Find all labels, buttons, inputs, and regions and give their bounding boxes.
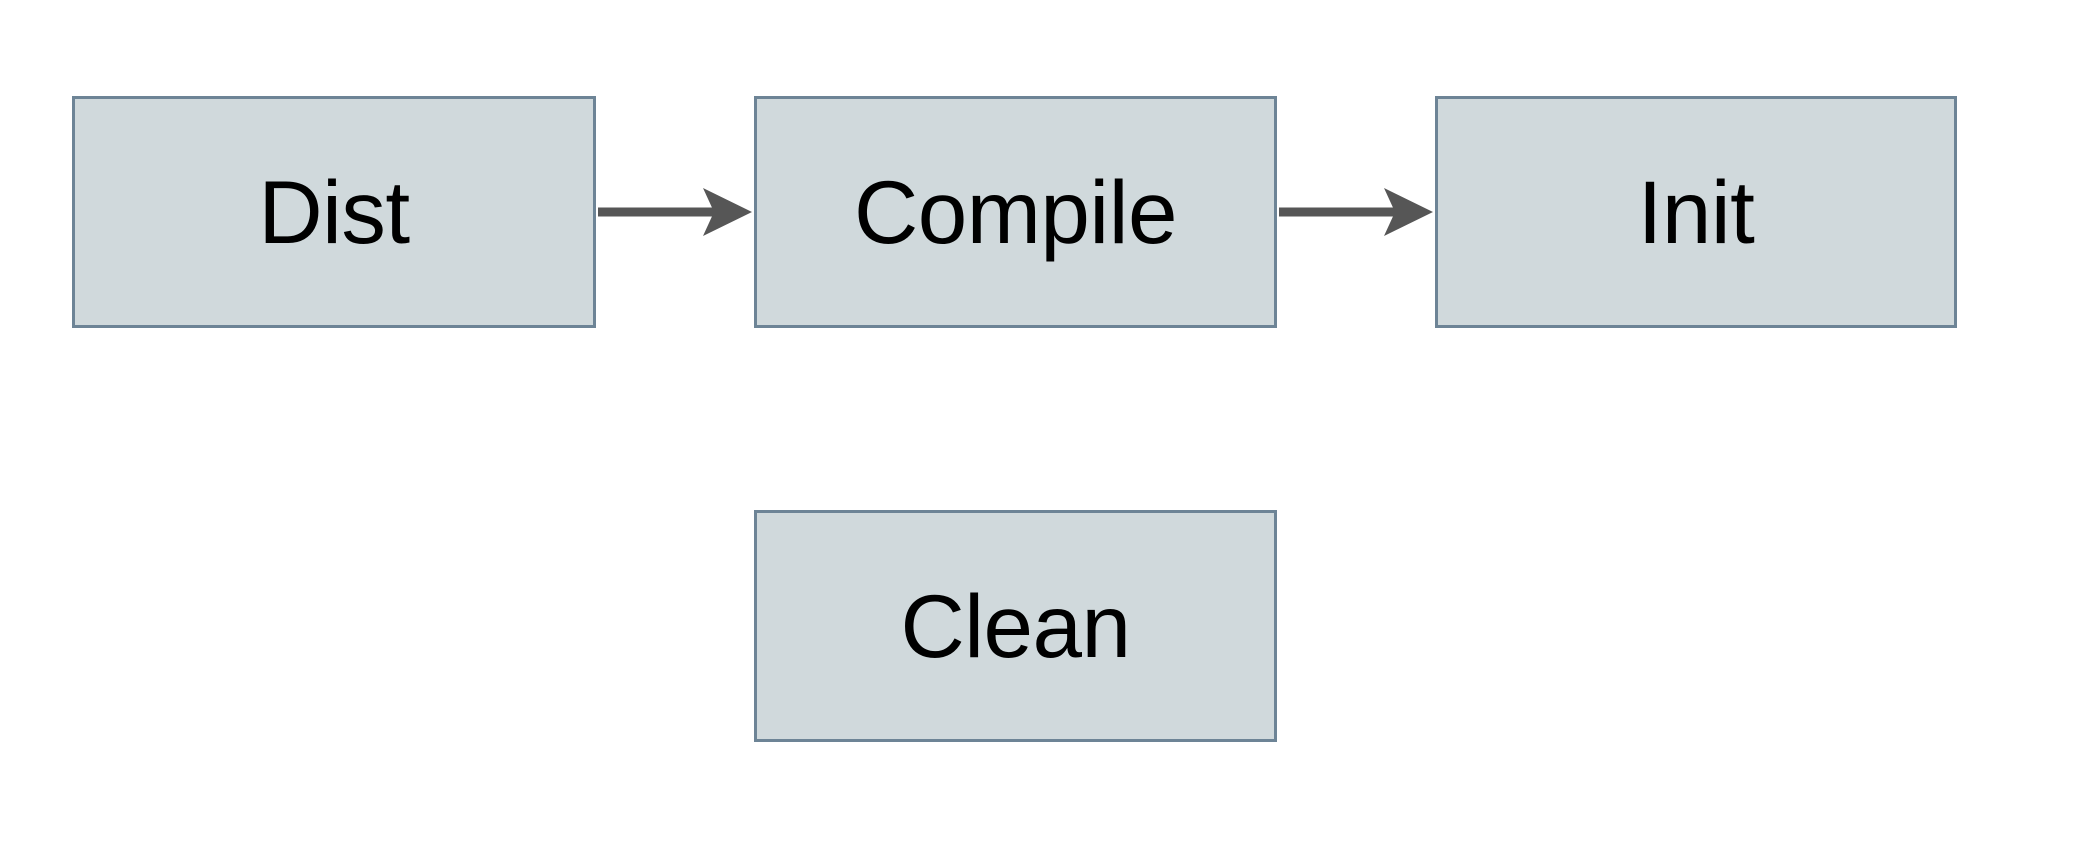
node-compile-label: Compile <box>854 161 1177 262</box>
node-init[interactable]: Init <box>1435 96 1957 328</box>
node-clean[interactable]: Clean <box>754 510 1277 742</box>
edge-compile-to-init[interactable] <box>1279 188 1433 236</box>
edge-compile-to-init-arrowhead <box>1384 188 1433 236</box>
node-clean-label: Clean <box>900 575 1131 676</box>
edge-dist-to-compile-arrowhead <box>703 188 752 236</box>
node-dist-label: Dist <box>258 161 410 262</box>
node-dist[interactable]: Dist <box>72 96 596 328</box>
node-compile[interactable]: Compile <box>754 96 1277 328</box>
edge-dist-to-compile[interactable] <box>598 188 752 236</box>
node-init-label: Init <box>1637 161 1755 262</box>
